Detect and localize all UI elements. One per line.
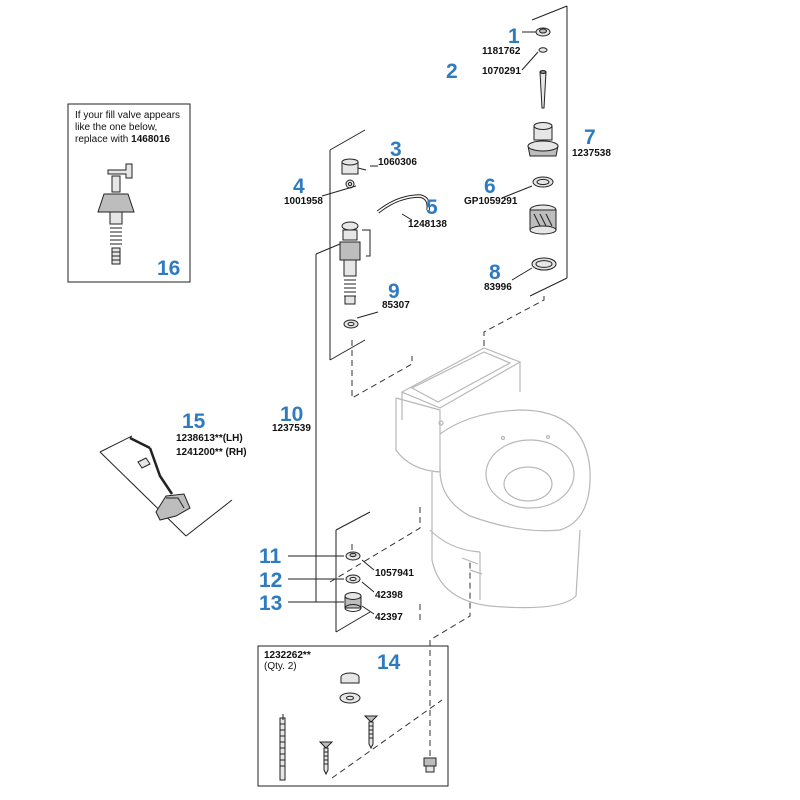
callout-number-8: 8 xyxy=(489,261,501,284)
floor-bolt xyxy=(423,757,437,773)
callout-number-12: 12 xyxy=(259,569,283,592)
callout-number-5: 5 xyxy=(426,196,438,219)
old-fill-valve-illustration xyxy=(97,163,135,265)
inset-box-16 xyxy=(67,103,191,283)
part-number-7: 1237538 xyxy=(572,148,611,159)
inset-note: If your fill valve appears like the one … xyxy=(75,110,187,146)
part-qty-14: (Qty. 2) xyxy=(264,661,297,672)
part-number-6: GP1059291 xyxy=(464,196,518,207)
supply-parts-panel xyxy=(288,511,375,633)
part-number-4: 1001958 xyxy=(284,196,323,207)
part-number-1: 1181762 xyxy=(482,46,521,57)
inset-note-part: 1468016 xyxy=(131,134,171,145)
callout-number-9: 9 xyxy=(388,280,400,303)
part-number-14: 1232262** xyxy=(264,650,311,661)
flush-valve-panel xyxy=(501,5,568,297)
part-number-12: 42398 xyxy=(375,590,403,601)
part-number-8: 83996 xyxy=(484,282,512,293)
part-number-15-rh: 1241200** (RH) xyxy=(176,447,247,458)
supply-line-10 xyxy=(315,243,341,598)
fill-valve-panel xyxy=(321,129,431,361)
callout-number-14: 14 xyxy=(377,651,401,674)
part-number-10: 1237539 xyxy=(272,423,311,434)
part-number-15-lh: 1238613**(LH) xyxy=(176,433,243,444)
callout-number-13: 13 xyxy=(259,592,283,615)
callout-number-15: 15 xyxy=(182,410,206,433)
callout-number-10: 10 xyxy=(280,403,304,426)
callout-number-1: 1 xyxy=(508,25,520,48)
assembly-lines xyxy=(329,296,545,779)
callout-number-11: 11 xyxy=(259,545,282,568)
bolt-kit-box xyxy=(257,645,449,787)
part-number-11: 1057941 xyxy=(375,568,414,579)
part-number-3: 1060306 xyxy=(378,157,417,168)
callout-number-16: 16 xyxy=(157,257,181,280)
callout-number-7: 7 xyxy=(584,126,596,149)
toilet-outline xyxy=(395,347,591,609)
callout-number-4: 4 xyxy=(293,175,305,198)
part-number-5: 1248138 xyxy=(408,219,447,230)
part-number-2: 1070291 xyxy=(482,66,521,77)
part-number-9: 85307 xyxy=(382,300,410,311)
callout-number-2: 2 xyxy=(446,60,458,83)
callout-number-6: 6 xyxy=(484,175,496,198)
trip-lever-panel xyxy=(99,435,233,537)
part-number-13: 42397 xyxy=(375,612,403,623)
callout-number-3: 3 xyxy=(390,138,402,161)
inset-note-text: If your fill valve appears like the one … xyxy=(75,110,181,145)
